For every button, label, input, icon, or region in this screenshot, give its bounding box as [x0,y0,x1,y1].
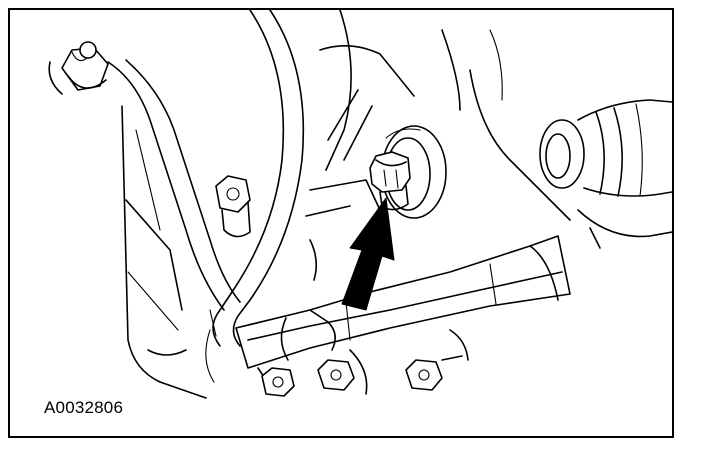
lower-bolt-2 [317,359,355,391]
crossmember-arm [235,235,571,387]
upper-left-nut [48,41,109,95]
figure-id-label: A0032806 [44,398,124,417]
figure-frame: A0032806 [8,8,674,438]
engine-block [305,10,571,281]
right-hose-fitting [539,99,672,249]
lower-housing [209,309,469,395]
lower-bolt-3 [405,355,463,391]
pointer-arrow [341,197,395,311]
lower-bolt-1 [261,367,295,397]
bracket-bolt [215,175,251,238]
left-bracket [107,59,241,399]
target-bolt [369,151,411,211]
engine-mount-illustration [48,10,672,399]
